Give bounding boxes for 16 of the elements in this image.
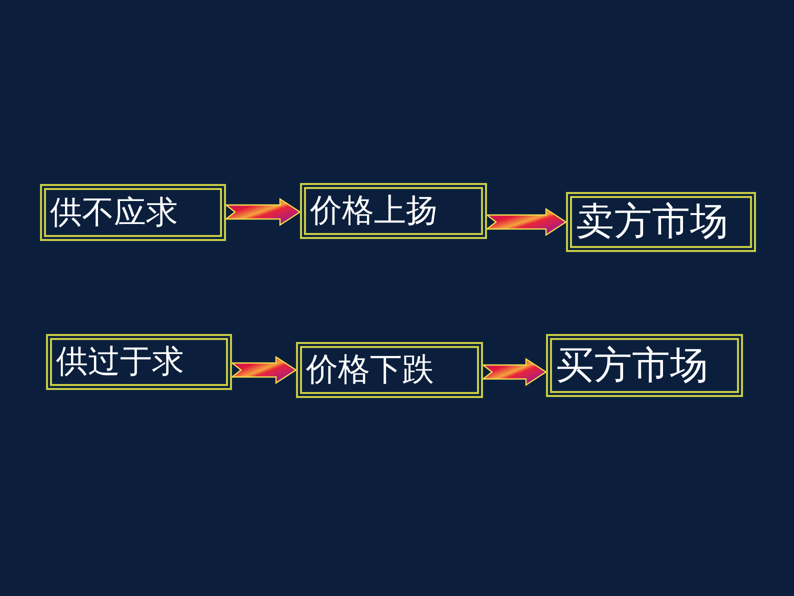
concept-label: 供过于求 bbox=[56, 344, 184, 380]
concept-label: 买方市场 bbox=[556, 344, 708, 386]
block-arrow bbox=[481, 358, 548, 386]
concept-label: 卖方市场 bbox=[576, 201, 728, 243]
concept-box bbox=[300, 183, 487, 239]
block-arrow bbox=[230, 356, 298, 384]
concept-label: 供不应求 bbox=[50, 194, 178, 230]
concept-box bbox=[566, 192, 756, 252]
block-arrow bbox=[224, 198, 302, 226]
concept-box bbox=[40, 184, 226, 241]
concept-box bbox=[46, 334, 232, 390]
concept-label: 价格上扬 bbox=[310, 193, 438, 229]
concept-box bbox=[546, 334, 743, 397]
block-arrow bbox=[485, 208, 568, 236]
concept-box bbox=[296, 342, 483, 398]
concept-label: 价格下跌 bbox=[306, 352, 434, 388]
